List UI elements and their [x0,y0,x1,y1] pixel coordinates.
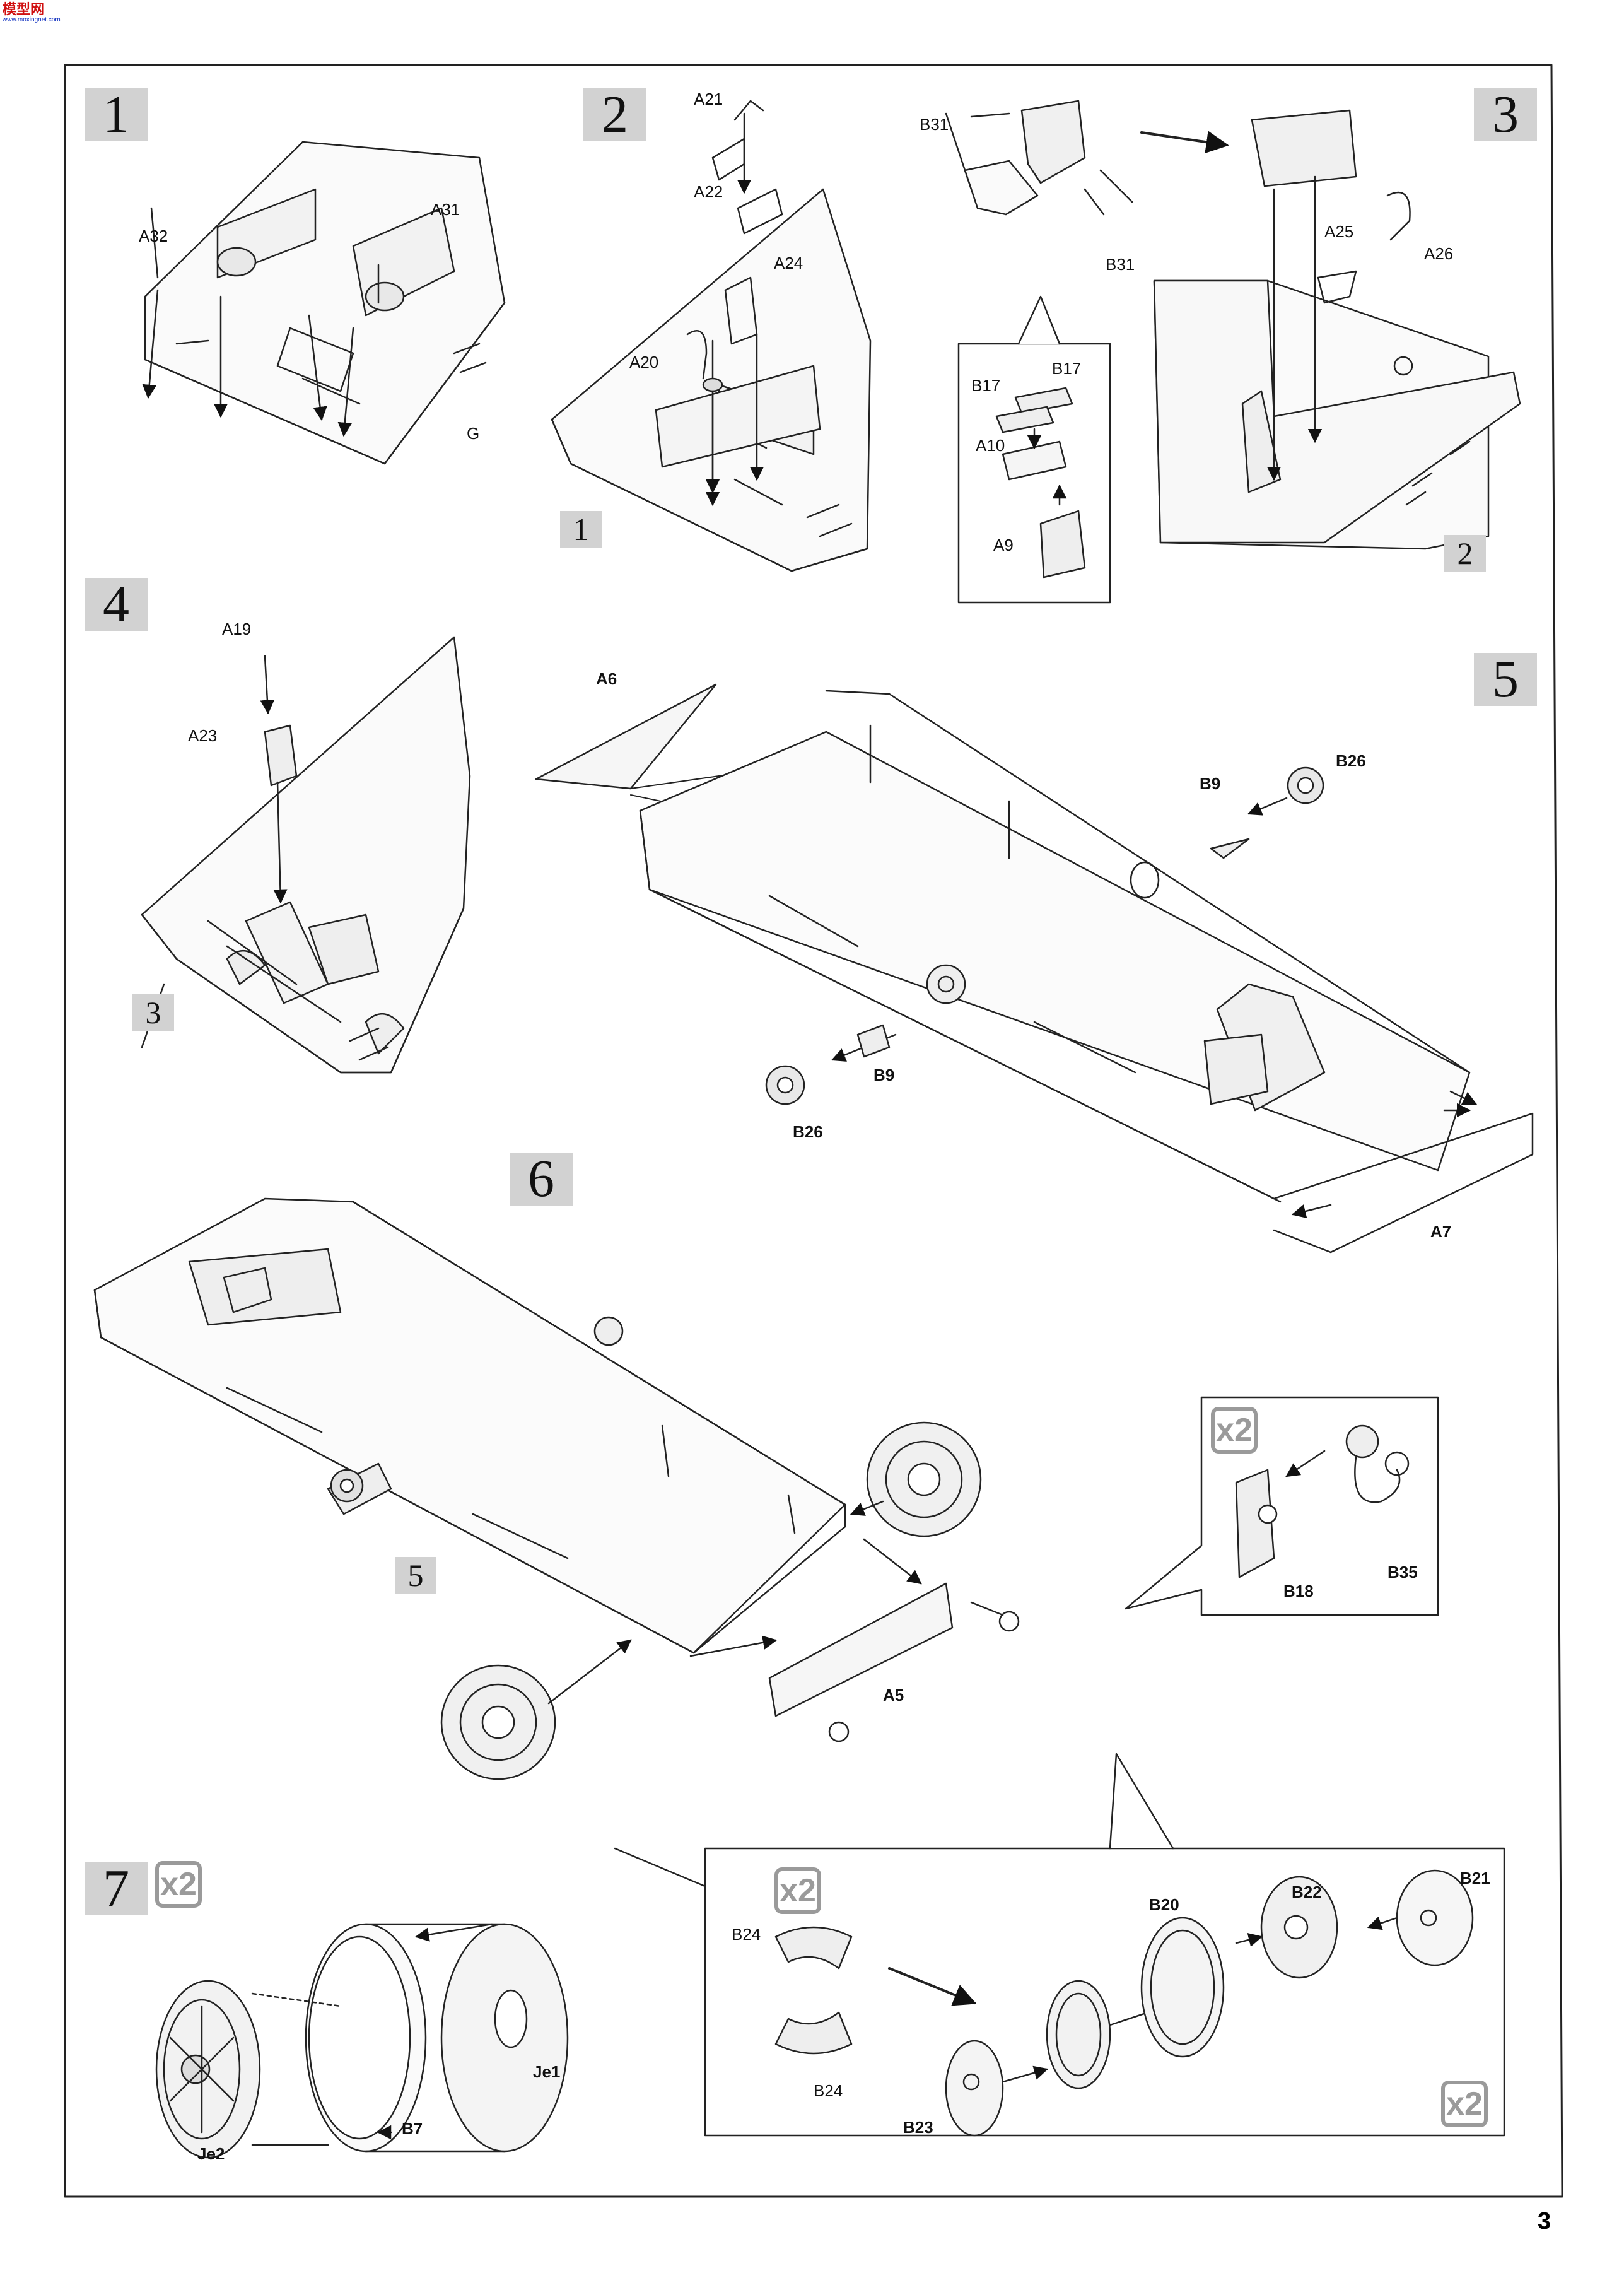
step5-hull-drawing [535,683,1534,1254]
part-label: A5 [883,1686,904,1705]
part-label: Je1 [533,2062,561,2081]
multiplier-badge: x2 [155,1861,202,1908]
step-number-6: 6 [510,1153,573,1206]
part-label: G [467,424,480,443]
part-label: B17 [1052,359,1082,378]
part-label: A32 [139,226,168,245]
ref-step-2: 2 [1444,535,1486,572]
part-label: B35 [1387,1563,1418,1582]
part-label: A6 [596,669,617,688]
step-number-5: 5 [1474,653,1537,706]
part-label: B24 [814,2081,843,2100]
ref-step-5: 5 [395,1557,436,1594]
part-label: A24 [774,254,803,273]
part-label: A22 [694,182,723,201]
part-label: B26 [793,1122,823,1141]
step6-hull-drawing [93,1197,1439,1780]
part-label: B31 [1106,255,1135,274]
step3-hull-drawing [945,100,1521,604]
step-number-7: 7 [85,1862,148,1915]
ref-step-1: 1 [560,511,602,548]
multiplier-badge: x2 [1441,2081,1488,2127]
part-label: B26 [1336,751,1366,770]
part-label: B9 [1200,774,1221,793]
multiplier-badge: x2 [774,1867,821,1914]
multiplier-badge: x2 [1211,1407,1258,1454]
ref-step-3: 3 [132,994,174,1031]
step-number-1: 1 [85,88,148,141]
part-label: B24 [732,1925,761,1944]
part-label: A10 [976,436,1005,455]
step2-hull-drawing [551,100,872,572]
logo-text: 模型网 [3,1,45,17]
part-label: B9 [873,1066,895,1084]
step-number-3: 3 [1474,88,1537,141]
part-label: A9 [993,536,1014,555]
multiplier-text: x2 [780,1872,816,1909]
step-number-2: 2 [583,88,646,141]
page-frame [64,64,1563,2198]
part-label: A7 [1430,1222,1452,1241]
part-label: Je2 [197,2144,225,2163]
part-label: A31 [431,200,460,219]
part-label: A21 [694,90,723,109]
part-label: B23 [903,2118,933,2137]
part-label: A20 [629,353,659,372]
logo-url: www.moxingnet.com [3,16,61,23]
part-label: B20 [1149,1895,1179,1914]
part-label: B21 [1460,1869,1490,1888]
part-label: A26 [1424,244,1454,263]
part-label: B31 [920,115,949,134]
part-label: B22 [1292,1882,1322,1901]
part-label: B17 [971,376,1001,395]
step7-wheel-drawing [155,1753,1505,2159]
multiplier-text: x2 [1446,2086,1483,2122]
part-label: B18 [1283,1582,1314,1600]
multiplier-text: x2 [160,1866,197,1903]
step1-hull-drawing [142,141,506,465]
part-label: A19 [222,620,252,638]
site-logo: 模型网 www.moxingnet.com [3,3,61,24]
step4-hull-drawing [141,636,471,1074]
part-label: A25 [1324,222,1354,241]
multiplier-text: x2 [1216,1412,1253,1448]
part-label: A23 [188,726,218,745]
step-number-4: 4 [85,578,148,631]
page-number: 3 [1538,2208,1551,2235]
part-label: B7 [402,2119,423,2138]
